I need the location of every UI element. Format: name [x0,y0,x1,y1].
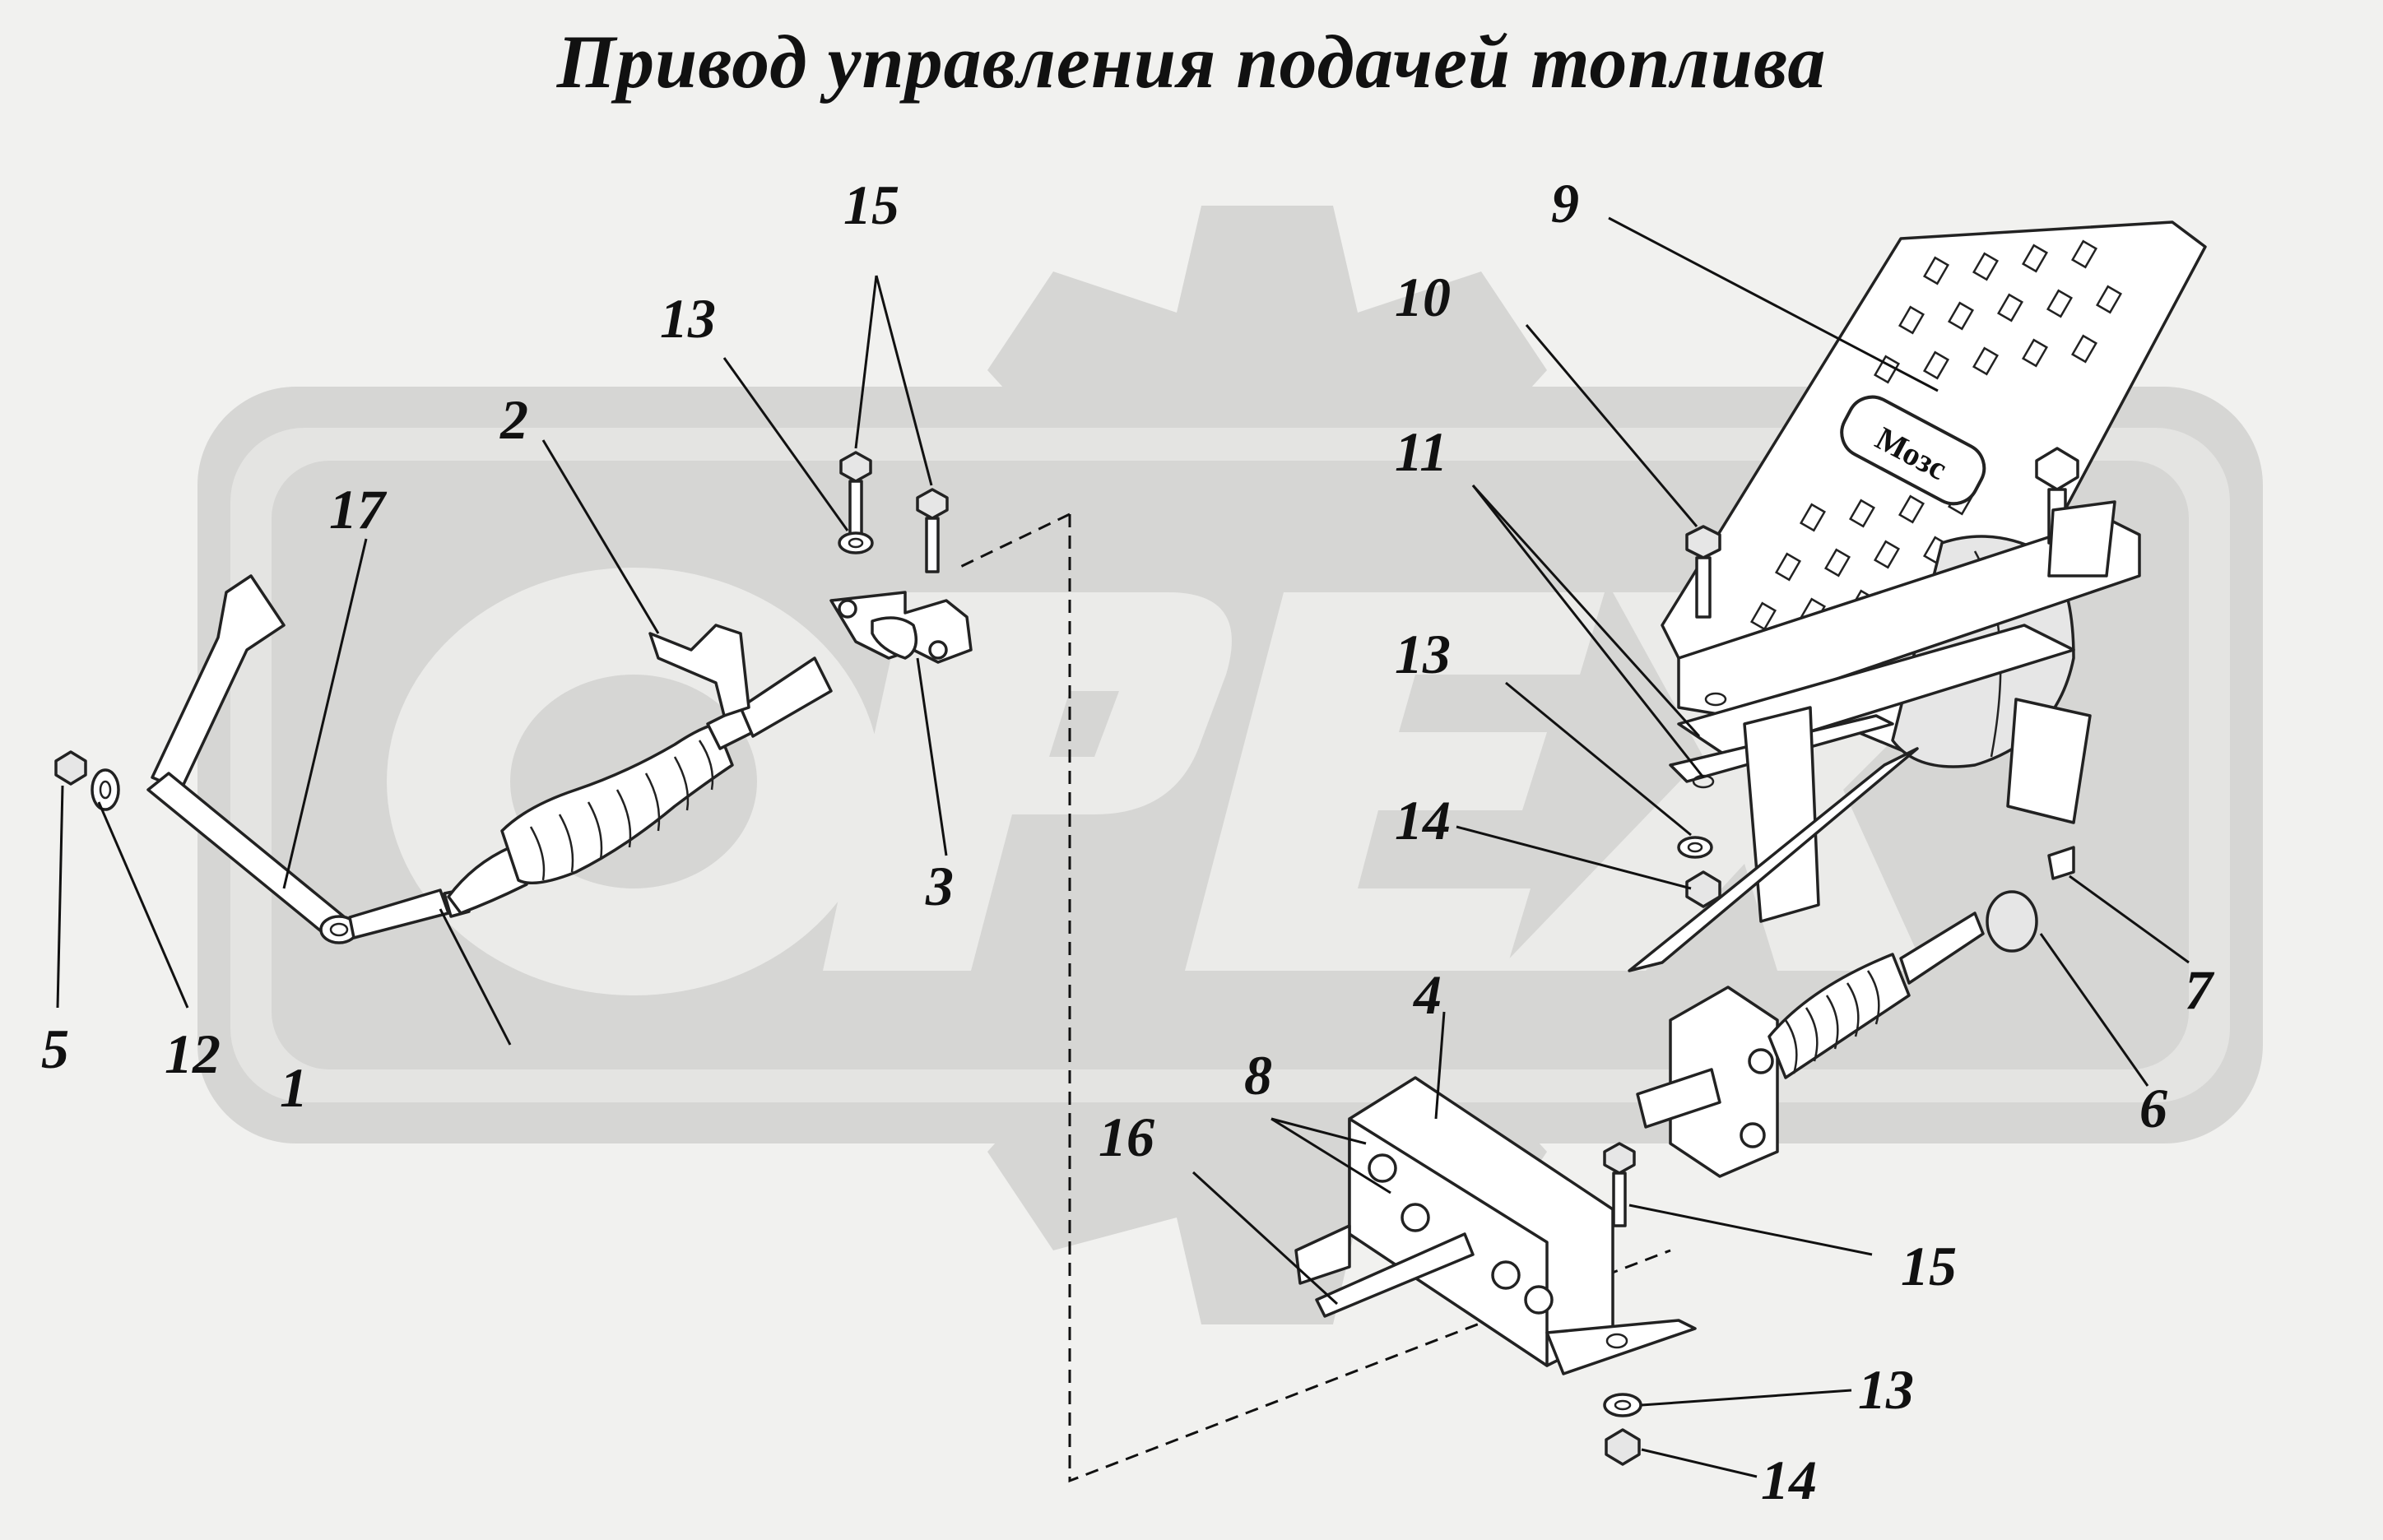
callout-11: 11 [1395,420,1447,483]
callout-1: 1 [280,1056,308,1119]
floor-panel-outline [958,513,1671,1483]
callout-10: 10 [1395,266,1451,328]
callout-12: 12 [165,1023,221,1085]
callout-2: 2 [499,388,528,451]
callout-5: 5 [41,1018,69,1080]
clamp-part-3 [829,591,973,664]
callout-15-top: 15 [843,174,899,236]
washer-nut-13-14-bottom [1603,1393,1642,1466]
washer-part-12 [91,768,120,811]
callout-14-bottom: 14 [1761,1449,1817,1511]
callout-13-top: 13 [660,287,716,350]
callout-4: 4 [1412,963,1442,1026]
diagram-title: Привод управления подачей топлива [556,20,1827,104]
nut-part-5 [54,750,87,786]
lever-part-17 [146,574,450,944]
callout-9: 9 [1551,172,1579,234]
washer-nut-13-14-mid [1677,836,1721,908]
bracket-part-4 [1294,1076,1697,1375]
rod-with-boot-part-1 [443,624,833,918]
bolt-part-15-bottom [1603,1142,1636,1227]
callout-13-mid: 13 [1395,623,1451,685]
leader-lines [56,216,2190,1478]
callout-16: 16 [1099,1106,1154,1168]
callout-15-bottom: 15 [1901,1235,1957,1297]
callout-7: 7 [2185,958,2215,1021]
callout-labels: 1 2 3 4 5 6 7 8 9 10 11 12 13 13 13 14 1… [41,172,2215,1511]
callout-6: 6 [2139,1077,2167,1139]
pedal-base-and-spring [1628,447,2141,1178]
callout-8: 8 [1244,1044,1272,1106]
callout-3: 3 [925,855,954,917]
callout-17: 17 [329,478,388,540]
callout-14-mid: 14 [1395,789,1451,851]
bolts-part-15-top [838,451,949,573]
callout-13-bottom: 13 [1858,1358,1914,1421]
bolt-part-10 [1685,525,1721,619]
